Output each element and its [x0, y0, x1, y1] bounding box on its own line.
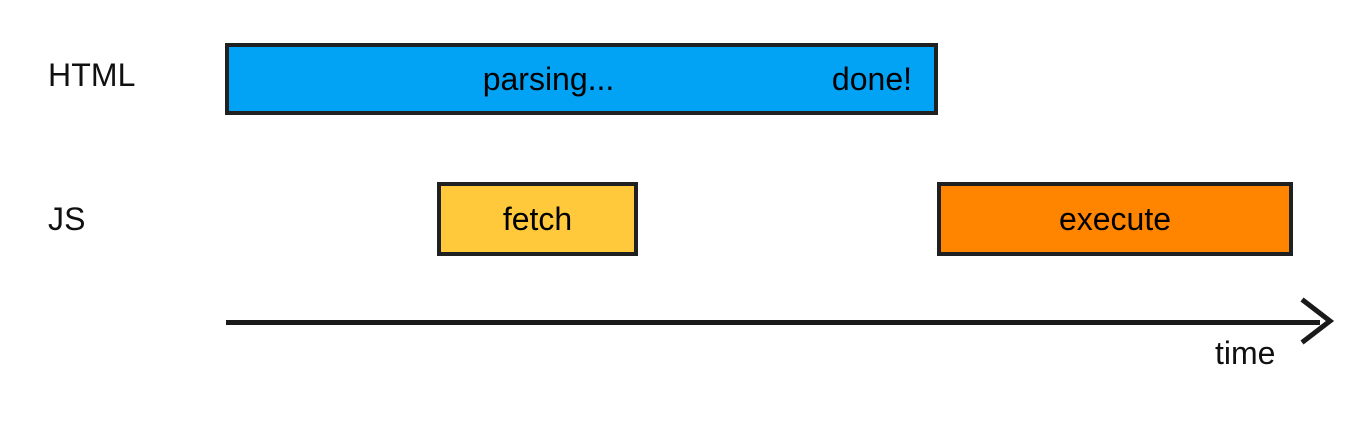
time-axis-line	[226, 320, 1320, 325]
row-label-html: HTML	[48, 57, 136, 93]
bar-label-done: done!	[831, 61, 912, 97]
arrow-right-icon	[1300, 297, 1336, 345]
timeline-bar-fetch: fetch	[437, 182, 638, 256]
bar-label-fetch: fetch	[502, 201, 573, 237]
bar-label-parsing: parsing...	[482, 61, 615, 97]
timeline-bar-execute: execute	[937, 182, 1293, 256]
timeline-bar-parsing: parsing... done!	[225, 43, 938, 115]
axis-label-time: time	[1215, 335, 1276, 371]
row-label-js: JS	[48, 201, 86, 237]
bar-label-execute: execute	[1058, 201, 1172, 237]
